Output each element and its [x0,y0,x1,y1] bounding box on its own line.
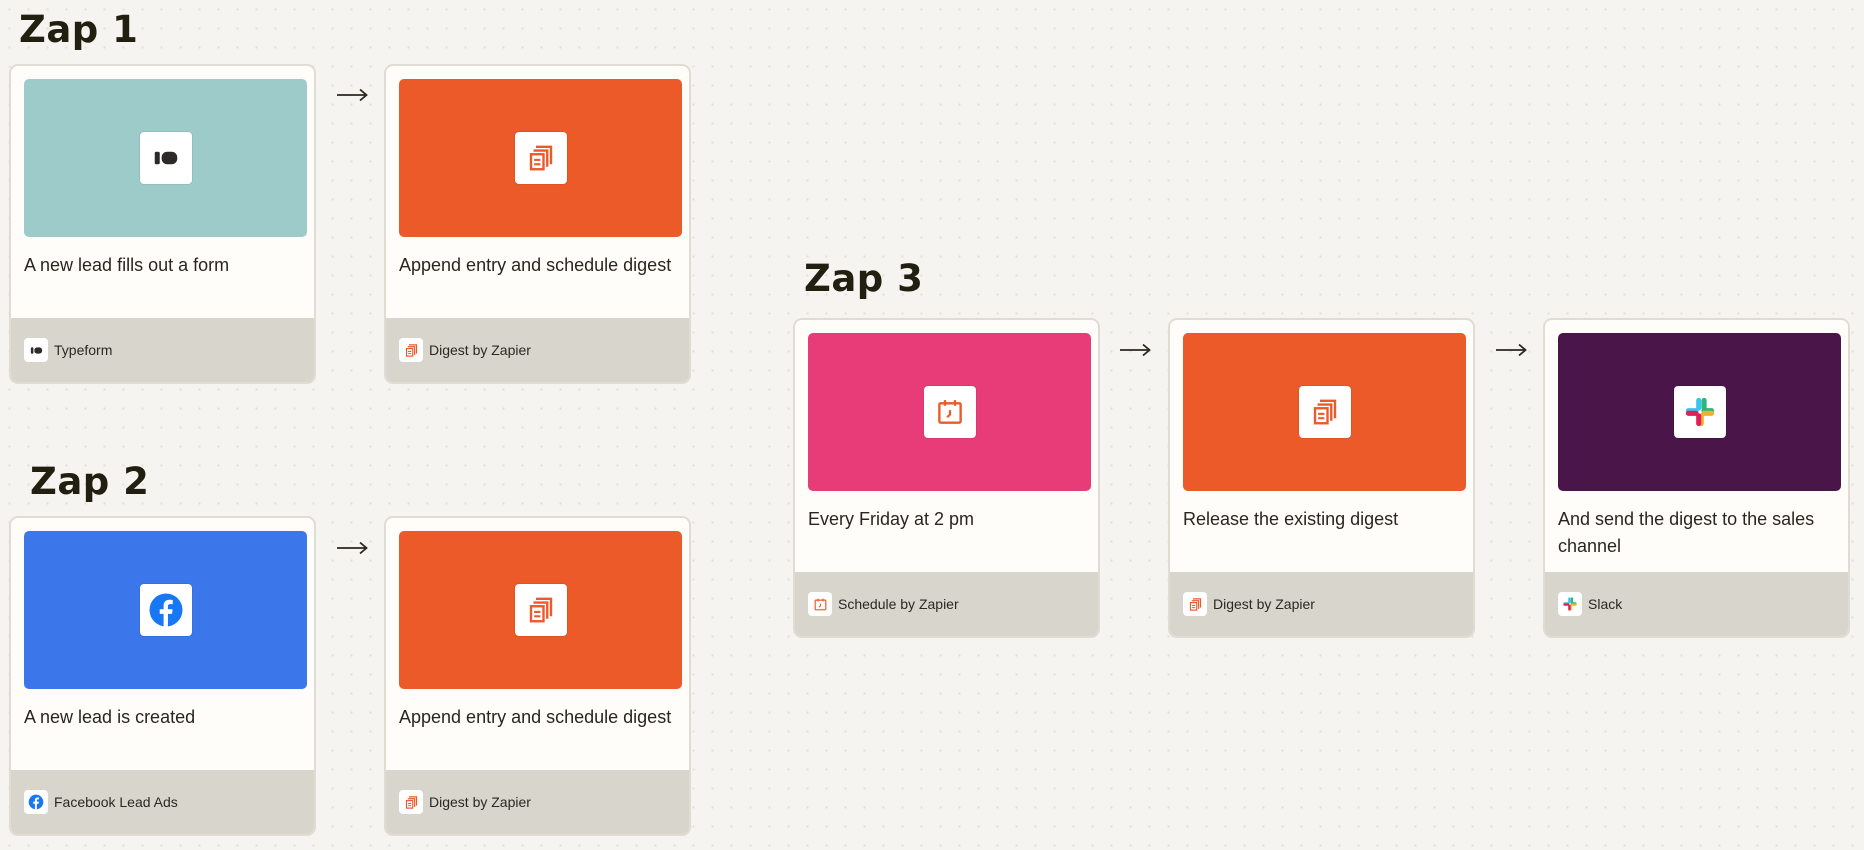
digest-icon [1183,592,1207,616]
step-description: Release the existing digest [1183,509,1399,529]
slack-icon [1558,592,1582,616]
arrow-right-icon [1495,343,1527,357]
step-app-name: Facebook Lead Ads [54,794,178,810]
typeform-icon [139,132,192,184]
step-app-name: Schedule by Zapier [838,596,959,612]
facebook-icon [24,790,48,814]
step-hero-digest [1183,333,1466,491]
zap-3-step-1-card[interactable]: Every Friday at 2 pm Schedule by Zapier [793,318,1100,638]
digest-icon [1298,386,1351,438]
digest-icon [514,584,567,636]
schedule-icon [808,592,832,616]
step-app-name: Digest by Zapier [429,794,531,810]
step-description: Append entry and schedule digest [399,255,672,275]
step-hero-digest [399,531,682,689]
typeform-icon [24,338,48,362]
step-app-name: Digest by Zapier [429,342,531,358]
step-app-footer: Facebook Lead Ads [11,770,314,834]
arrow-right-icon [1119,343,1151,357]
zap-2-step-2-card[interactable]: Append entry and schedule digest Digest … [384,516,691,836]
step-app-footer: Slack [1545,572,1848,636]
facebook-icon [139,584,192,636]
step-description: And send the digest to the sales channel [1558,509,1815,556]
zap-1-step-2-card[interactable]: Append entry and schedule digest Digest … [384,64,691,384]
step-description: Append entry and schedule digest [399,707,672,727]
digest-icon [399,338,423,362]
step-app-footer: Digest by Zapier [386,770,689,834]
zap-2-title: Zap 2 [30,460,150,503]
step-app-name: Digest by Zapier [1213,596,1315,612]
step-hero-facebook [24,531,307,689]
slack-icon [1673,386,1726,438]
schedule-icon [923,386,976,438]
step-description: A new lead is created [24,707,196,727]
zap-1-step-1-card[interactable]: A new lead fills out a form Typeform [9,64,316,384]
step-app-name: Typeform [54,342,113,358]
step-hero-typeform [24,79,307,237]
zap-3-step-2-card[interactable]: Release the existing digest Digest by Za… [1168,318,1475,638]
digest-icon [514,132,567,184]
digest-icon [399,790,423,814]
arrow-right-icon [336,88,368,102]
step-app-footer: Digest by Zapier [386,318,689,382]
step-hero-digest [399,79,682,237]
zap-3-title: Zap 3 [804,257,924,300]
step-hero-schedule [808,333,1091,491]
step-app-footer: Typeform [11,318,314,382]
zap-2-step-1-card[interactable]: A new lead is created Facebook Lead Ads [9,516,316,836]
zap-3-step-3-card[interactable]: And send the digest to the sales channel… [1543,318,1850,638]
step-app-footer: Digest by Zapier [1170,572,1473,636]
step-app-footer: Schedule by Zapier [795,572,1098,636]
step-description: Every Friday at 2 pm [808,509,975,529]
arrow-right-icon [336,541,368,555]
step-hero-slack [1558,333,1841,491]
step-app-name: Slack [1588,596,1623,612]
zap-1-title: Zap 1 [19,8,139,51]
step-description: A new lead fills out a form [24,255,230,275]
